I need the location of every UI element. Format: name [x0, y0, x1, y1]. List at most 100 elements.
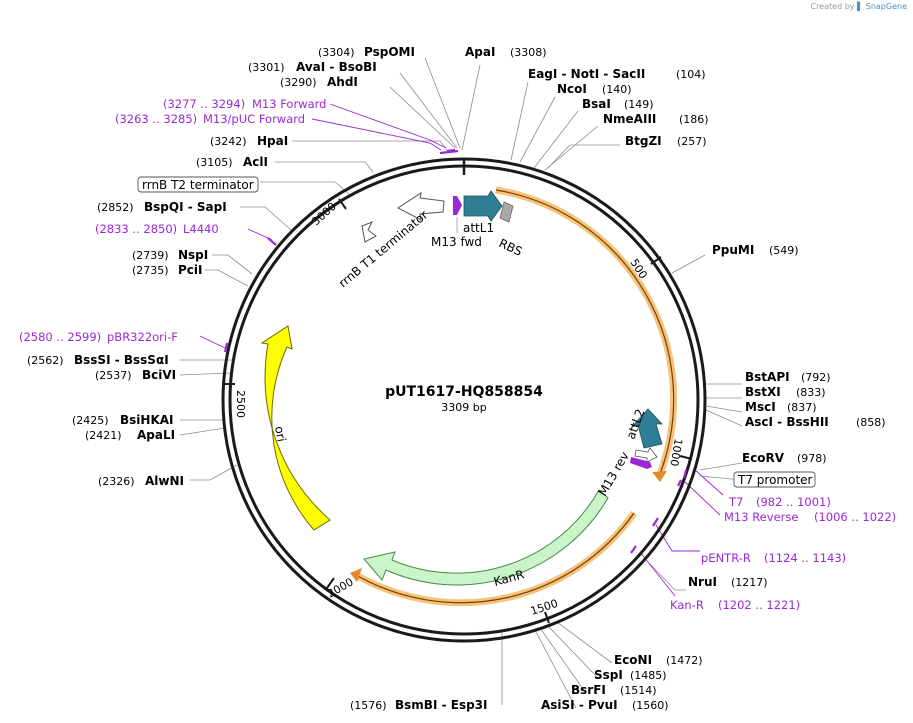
enzyme-ppumi: PpuMI — [712, 243, 754, 257]
primer-m13-puc-forward: M13/pUC Forward — [203, 112, 305, 126]
orf-track-2-arrow — [350, 568, 362, 582]
primer-labels-right: T7 (982 .. 1001) M13 Reverse (1006 .. 10… — [670, 495, 896, 612]
enzyme-bsihkai: BsiHKAI — [120, 413, 174, 427]
enzyme-acli-pos: (3105) — [196, 156, 233, 169]
orf-track-1-arrow — [652, 471, 667, 482]
tick-marks — [223, 198, 693, 624]
rrnb-t2-terminator-box: rrnB T2 terminator — [137, 176, 259, 193]
enzyme-asci-bsshii: AscI - BssHII — [745, 415, 829, 429]
enzyme-pspomi-pos: (3304) — [318, 46, 355, 59]
rrnb-t2-terminator-label: rrnB T2 terminator — [142, 178, 254, 192]
enzyme-nspi: NspI — [178, 248, 208, 262]
plasmid-length: 3309 bp — [441, 401, 486, 414]
primer-l4440: L4440 — [183, 222, 219, 236]
primer-m13-reverse: M13 Reverse — [724, 510, 798, 524]
primer-m13-forward: M13 Forward — [252, 97, 326, 111]
enzyme-bstxi-pos: (833) — [796, 386, 826, 399]
orf-track-2 — [354, 510, 637, 607]
enzyme-asisi-pvui: AsiSI - PvuI — [541, 698, 618, 712]
primer-m13-reverse-range: (1006 .. 1022) — [814, 510, 896, 524]
m13-rev-primer — [630, 457, 652, 469]
primer-kan-r: Kan-R — [670, 598, 704, 612]
leader-lines — [179, 57, 743, 709]
enzyme-bsrfi-pos: (1514) — [620, 684, 657, 697]
m13-fwd-label: M13 fwd — [431, 235, 482, 249]
enzyme-bspqi-pos: (2852) — [97, 201, 134, 214]
attl1-label: attL1 — [463, 221, 494, 235]
enzyme-bstapi-pos: (792) — [801, 371, 831, 384]
primer-marks — [223, 148, 688, 554]
t7-promoter-arrow — [634, 447, 658, 463]
enzyme-bspqi-sapi: BspQI - SapI — [144, 200, 227, 214]
orf-tracks — [350, 186, 678, 607]
enzyme-sspi-pos: (1485) — [630, 669, 667, 682]
primer-pentr-r: pENTR-R — [701, 551, 751, 565]
primer-t7: T7 — [728, 495, 743, 509]
snapgene-watermark: Created by ▌ SnapGene — [810, 2, 907, 11]
enzyme-acli: AclI — [243, 155, 268, 169]
enzyme-msci-pos: (837) — [787, 401, 817, 414]
enzyme-ahdi: AhdI — [327, 75, 358, 89]
enzyme-btgzi: BtgZI — [625, 134, 662, 148]
primer-m13-forward-range: (3277 .. 3294) — [163, 97, 245, 111]
enzyme-msci: MscI — [745, 400, 776, 414]
enzyme-avai-bsobi: AvaI - BsoBI — [296, 60, 377, 74]
t7-promoter-label: T7 promoter — [737, 473, 813, 487]
ori-label: ori — [272, 425, 288, 443]
primer-labels-left: (3277 .. 3294) M13 Forward (3263 .. 3285… — [19, 97, 326, 344]
enzyme-bsihkai-pos: (2425) — [72, 414, 109, 427]
enzyme-ahdi-pos: (3290) — [280, 76, 317, 89]
enzyme-bsssi-pos: (2562) — [27, 354, 64, 367]
enzyme-econi-pos: (1472) — [666, 654, 703, 667]
watermark-brand: SnapGene — [865, 2, 907, 11]
enzyme-pspomi: PspOMI — [364, 45, 415, 59]
enzyme-eagi-pos: (104) — [676, 68, 706, 81]
enzyme-ncoi-pos: (140) — [602, 83, 632, 96]
rrnb-t1-terminator-arrow — [397, 191, 445, 221]
enzyme-apali: ApaLI — [137, 428, 175, 442]
enzyme-labels-right: ApaI (3308) EagI - NotI - SacII (104) Nc… — [465, 45, 886, 712]
enzyme-bsmbi-esp3i: BsmBI - Esp3I — [395, 698, 487, 712]
enzyme-apai: ApaI — [465, 45, 495, 59]
enzyme-asisi-pos: (1560) — [632, 699, 669, 712]
enzyme-bstapi: BstAPI — [745, 370, 790, 384]
enzyme-bsssi: BssSI - BssSαI — [74, 353, 169, 367]
t7-promoter-box: T7 promoter — [733, 471, 816, 488]
rrnb-t1-terminator-small-arrow — [361, 221, 377, 243]
attl2-arrow — [630, 408, 663, 449]
enzyme-ecorv-pos: (978) — [797, 452, 827, 465]
m13-rev-label: M13 rev — [595, 449, 631, 498]
enzyme-hpai: HpaI — [257, 134, 288, 148]
ori-arrow — [260, 325, 331, 531]
primer-m13-puc-forward-range: (3263 .. 3285) — [115, 112, 197, 126]
snapgene-logo-icon: ▌ — [857, 2, 864, 11]
enzyme-ecorv: EcoRV — [742, 451, 785, 465]
enzyme-bsai-pos: (149) — [624, 98, 654, 111]
primer-pbr322ori-f-range: (2580 .. 2599) — [19, 330, 101, 344]
enzyme-bstxi: BstXI — [745, 385, 781, 399]
watermark-prefix: Created by — [810, 2, 855, 11]
primer-kan-r-range: (1202 .. 1221) — [718, 598, 800, 612]
primer-pbr322ori-f: pBR322ori-F — [107, 330, 178, 344]
tick-2500: 2500 — [234, 390, 247, 418]
rbs-block — [499, 201, 514, 223]
enzyme-alwni-pos: (2326) — [98, 475, 135, 488]
enzyme-alwni: AlwNI — [145, 474, 184, 488]
rrnb-t1-terminator-label: rrnB T1 terminator — [336, 208, 431, 291]
m13-fwd-primer — [453, 196, 462, 215]
enzyme-bcivi-pos: (2537) — [95, 369, 132, 382]
enzyme-ppumi-pos: (549) — [769, 244, 799, 257]
enzyme-eagi-noti-sacii: EagI - NotI - SacII — [528, 67, 645, 81]
enzyme-ncoi: NcoI — [557, 82, 587, 96]
enzyme-pcii: PciI — [178, 263, 203, 277]
rbs-label: RBS — [497, 236, 525, 259]
tick-2000: 2000 — [325, 575, 356, 600]
primer-leader-lines — [199, 103, 724, 597]
enzyme-nmeaiii: NmeAIII — [603, 112, 656, 126]
enzyme-apai-pos: (3308) — [510, 46, 547, 59]
backbone — [221, 157, 707, 643]
enzyme-btgzi-pos: (257) — [677, 135, 707, 148]
enzyme-avai-pos: (3301) — [248, 61, 285, 74]
primer-l4440-range: (2833 .. 2850) — [95, 222, 177, 236]
